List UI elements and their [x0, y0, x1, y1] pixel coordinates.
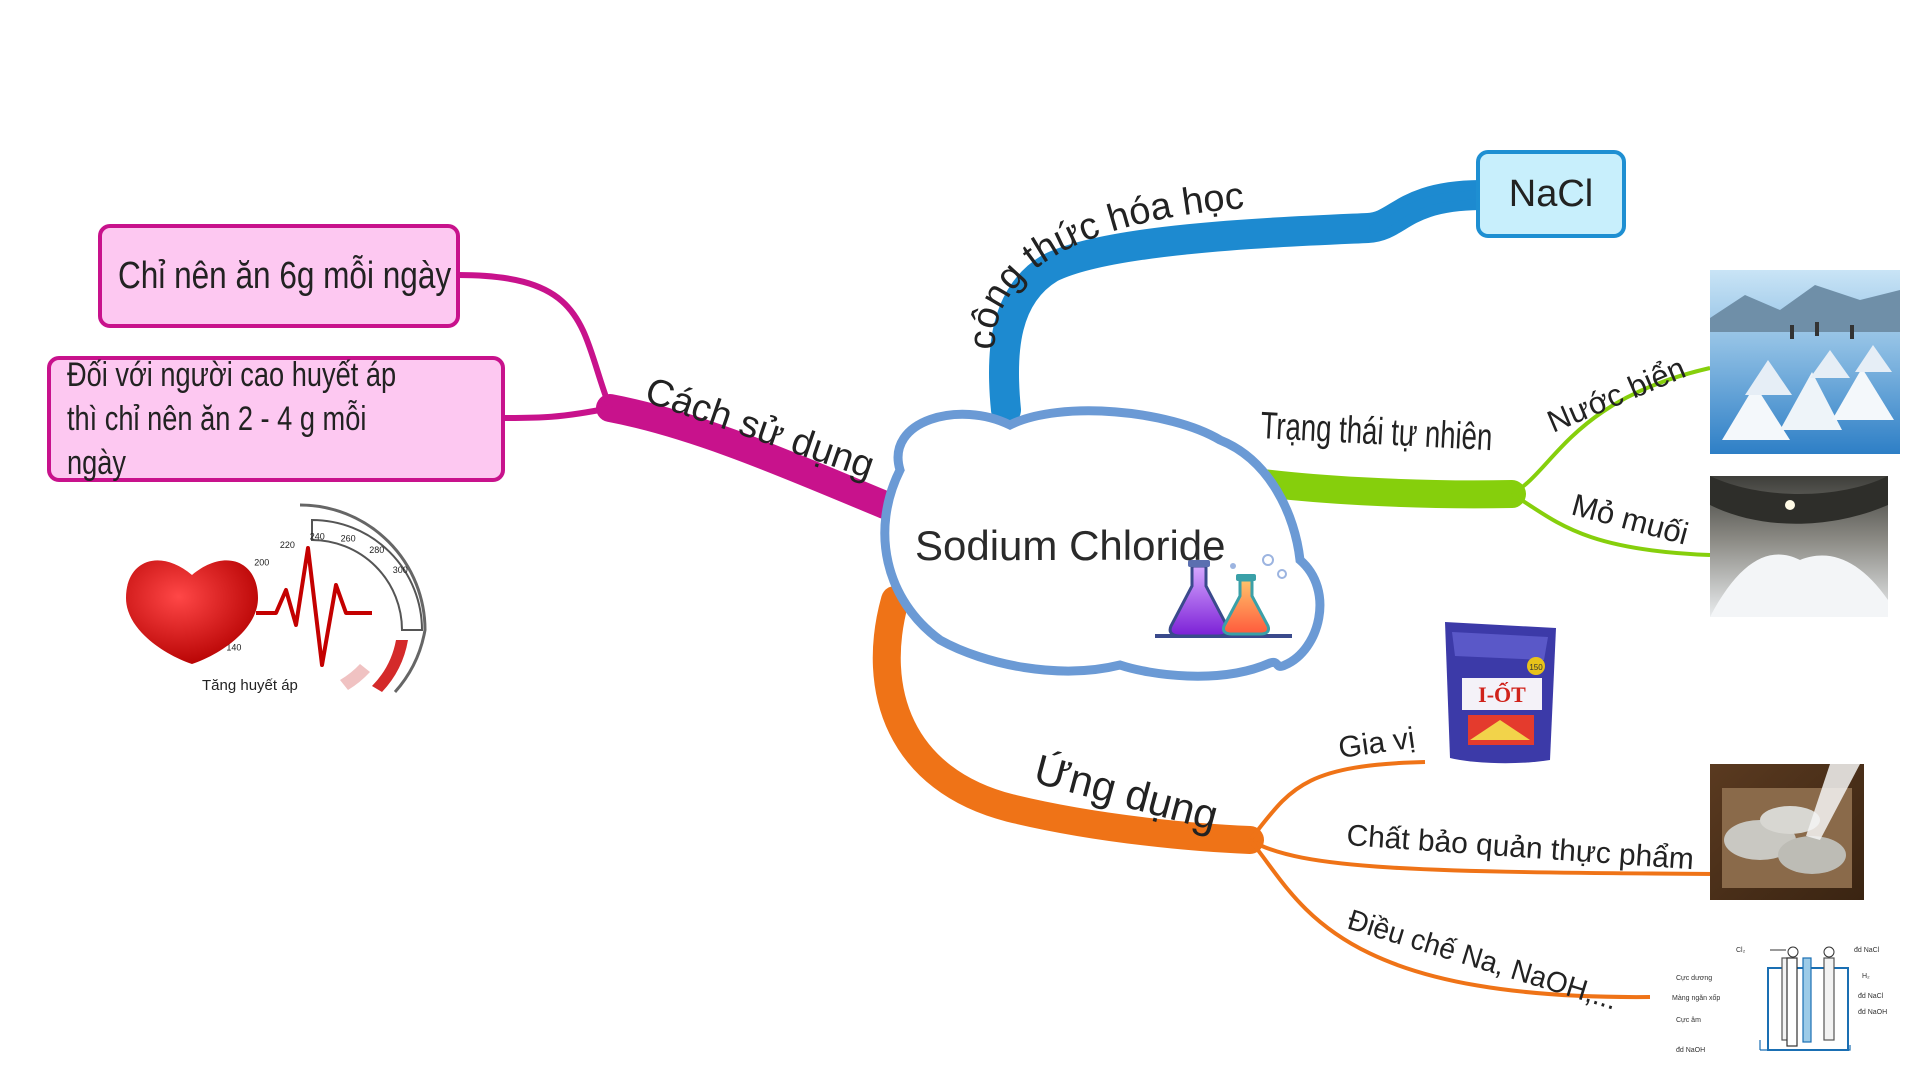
electrolysis-label: đd NaCl — [1858, 993, 1884, 1000]
sea-salt-image — [1710, 270, 1900, 454]
electrolysis-label: Cl₂ — [1736, 947, 1746, 954]
natural-child-sea-water: Nước biển — [1542, 350, 1690, 439]
blood-pressure-caption: Tăng huyết áp — [202, 677, 298, 694]
electrolysis-label: đd NaOH — [1858, 1009, 1887, 1016]
heart-icon — [126, 560, 258, 664]
usage-node-daily-limit-text: Chỉ nên ăn 6g mỗi ngày — [118, 254, 452, 297]
electrolysis-label: Cực âm — [1676, 1017, 1701, 1024]
branch-usage-line — [596, 394, 899, 519]
branch-application-line — [872, 586, 1264, 854]
electrolysis-label: Màng ngăn xốp — [1672, 993, 1720, 1002]
salt-package-image: I-ỐT 150 — [1445, 622, 1556, 764]
gauge-tick-label: 240 — [310, 532, 325, 542]
electrolysis-label: đd NaCl — [1854, 947, 1880, 954]
usage-node-hypertension[interactable]: Đối với người cao huyết áp thì chỉ nên ă… — [47, 356, 505, 482]
central-title: Sodium Chloride — [915, 522, 1226, 569]
formula-node[interactable]: NaCl — [1476, 150, 1626, 238]
electrolysis-diagram: Cl₂ đd NaCl H₂ Cực dương Màng ngăn xốp đ… — [1672, 946, 1887, 1054]
gauge-tick-label: 260 — [341, 533, 356, 543]
electrolysis-label: H₂ — [1862, 973, 1870, 980]
usage-node-hypertension-text: Đối với người cao huyết áp thì chỉ nên ă… — [67, 356, 397, 482]
gauge-tick-label: 140 — [226, 643, 241, 653]
application-child-seasoning: Gia vị — [1336, 722, 1417, 765]
natural-child-salt-mine: Mỏ muối — [1568, 487, 1692, 552]
salted-fish-image — [1710, 764, 1864, 900]
gauge-tick-label: 220 — [280, 540, 295, 550]
salt-mine-image — [1710, 476, 1888, 617]
gauge-tick-label: 200 — [254, 557, 269, 567]
gauge-tick-label: 280 — [369, 545, 384, 555]
formula-node-text: NaCl — [1508, 172, 1594, 215]
salt-pack-brand: I-ỐT — [1478, 682, 1526, 707]
gauge-tick-label: 300 — [393, 565, 408, 575]
salt-pack-badge: 150 — [1529, 663, 1543, 672]
branch-natural-label: Trạng thái tự nhiên — [1260, 405, 1494, 459]
blood-pressure-image: 140 160 180 200 220 240 260 280 300 Tăng… — [126, 503, 427, 694]
electrolysis-label: Cực dương — [1676, 975, 1712, 982]
usage-node-daily-limit[interactable]: Chỉ nên ăn 6g mỗi ngày — [98, 224, 460, 328]
flask-icon — [1155, 554, 1292, 638]
electrolysis-label: đd NaOH — [1676, 1047, 1705, 1054]
